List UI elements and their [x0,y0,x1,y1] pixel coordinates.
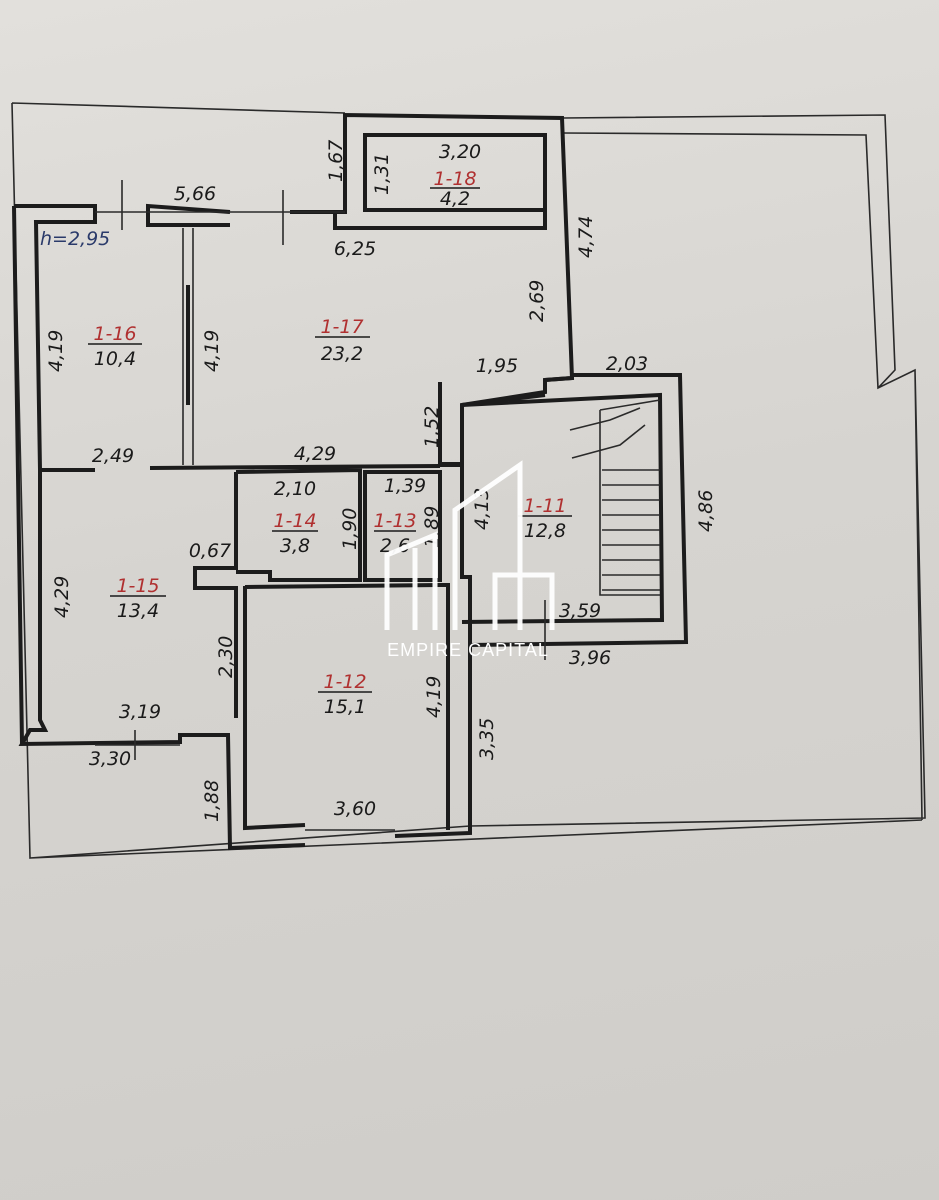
svg-text:3,96: 3,96 [569,647,611,669]
svg-text:1-13: 1-13 [373,510,416,532]
svg-text:0,67: 0,67 [189,540,231,562]
svg-text:1,39: 1,39 [384,475,426,497]
svg-text:2,10: 2,10 [274,478,316,500]
svg-text:1-14: 1-14 [273,510,316,532]
ceiling-height-label: h=2,95 [40,228,110,250]
room-1-14[interactable]: 1-14 3,8 [272,510,318,557]
svg-text:4,19: 4,19 [45,330,67,372]
svg-text:2,49: 2,49 [92,445,134,467]
svg-text:4,13: 4,13 [471,488,493,530]
svg-text:3,20: 3,20 [439,141,481,163]
site-boundary [11,102,926,859]
svg-text:5,66: 5,66 [174,183,216,205]
svg-text:4,29: 4,29 [51,576,73,618]
room-1-18[interactable]: 1-18 4,2 [430,168,480,210]
staircase [569,399,661,596]
svg-text:1,67: 1,67 [325,140,347,182]
room-1-15[interactable]: 1-15 13,4 [110,575,166,622]
svg-text:4,74: 4,74 [575,216,597,258]
outer-walls [12,112,575,851]
interior-walls [40,463,462,831]
svg-text:1-11: 1-11 [523,495,566,517]
svg-text:4,29: 4,29 [294,443,336,465]
svg-text:1,31: 1,31 [371,153,393,195]
svg-text:12,8: 12,8 [524,520,566,542]
svg-text:1,88: 1,88 [201,780,223,822]
svg-text:4,19: 4,19 [423,676,445,718]
svg-text:6,25: 6,25 [334,238,376,260]
room-1-11[interactable]: 1-11 12,8 [518,495,572,542]
svg-text:2,6: 2,6 [380,535,410,557]
svg-text:3,19: 3,19 [119,701,161,723]
svg-text:1-15: 1-15 [116,575,159,597]
svg-text:15,1: 15,1 [324,696,366,718]
svg-text:4,2: 4,2 [440,188,470,210]
svg-text:10,4: 10,4 [94,348,136,370]
svg-text:1-12: 1-12 [323,671,366,693]
svg-text:3,35: 3,35 [476,718,498,760]
svg-text:2,30: 2,30 [215,636,237,678]
svg-text:1,95: 1,95 [476,355,518,377]
svg-text:3,8: 3,8 [280,535,310,557]
svg-text:13,4: 13,4 [117,600,159,622]
empire-capital-logo [384,460,555,630]
svg-text:4,19: 4,19 [201,330,223,372]
svg-text:1,90: 1,90 [339,508,361,550]
svg-text:4,86: 4,86 [695,490,717,532]
room-1-18-walls [333,133,547,230]
svg-text:3,59: 3,59 [559,600,601,622]
room-1-16[interactable]: 1-16 10,4 [88,323,142,370]
room-1-17[interactable]: 1-17 23,2 [315,316,370,365]
svg-text:1-16: 1-16 [93,323,136,345]
svg-text:1-17: 1-17 [320,316,363,338]
svg-text:3,60: 3,60 [334,798,376,820]
svg-text:3,30: 3,30 [89,748,131,770]
room-1-12[interactable]: 1-12 15,1 [318,671,372,718]
partition-thin [182,228,194,465]
svg-text:23,2: 23,2 [321,343,363,365]
dimension-labels: 1,67 1,31 3,20 5,66 6,25 4,74 2,69 4,19 … [45,140,717,822]
watermark-text: EMPIRE CAPITAL [387,640,549,660]
svg-text:2,03: 2,03 [606,353,648,375]
svg-text:2,69: 2,69 [526,280,548,322]
dimension-lines [95,180,546,831]
svg-text:1-18: 1-18 [433,168,476,190]
svg-text:1,52: 1,52 [421,406,443,448]
room-1-13[interactable]: 1-13 2,6 [373,510,416,557]
